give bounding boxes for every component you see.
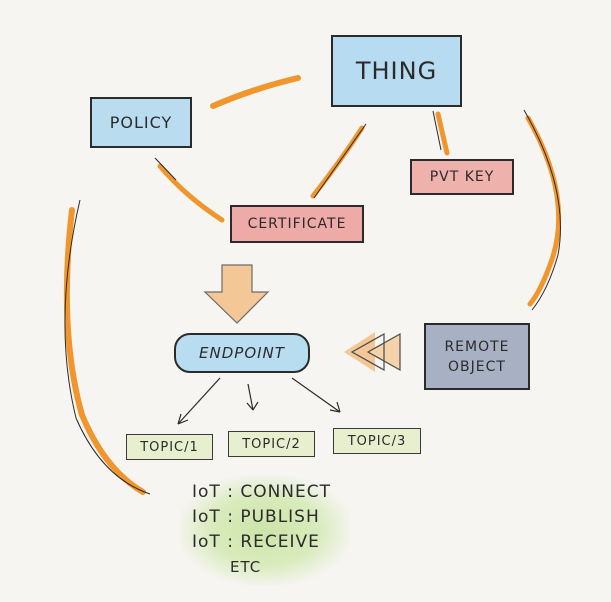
node-endpoint: ENDPOINT [174, 333, 310, 373]
node-policy: POLICY [90, 97, 192, 148]
action-connect: IoT : CONNECT [192, 482, 332, 502]
action-etc: ETC [230, 558, 262, 576]
node-remote-object-label-line2: OBJECT [448, 358, 506, 375]
node-policy-label: POLICY [109, 113, 173, 132]
down-arrow [203, 264, 270, 324]
node-topic-3-label: TOPIC/3 [347, 433, 407, 449]
actions-list: IoT : CONNECT IoT : PUBLISH IoT : RECEIV… [192, 480, 331, 580]
action-receive: IoT : RECEIVE [192, 532, 320, 552]
node-certificate-label: CERTIFICATE [247, 216, 347, 232]
node-topic-1: TOPIC/1 [126, 434, 213, 460]
node-remote-object-label-line1: REMOTE [444, 338, 510, 355]
connector-sketch-line [313, 123, 367, 199]
node-topic-2-label: TOPIC/2 [242, 436, 301, 452]
connector-sketch-line [432, 110, 442, 151]
connector-thing-pvtkey [435, 111, 450, 156]
node-topic-1-label: TOPIC/1 [140, 439, 199, 455]
actions-highlight [180, 475, 350, 585]
endpoint-topic-arrows [177, 377, 341, 425]
node-pvt-key: PVT KEY [410, 159, 514, 195]
connector-thing-certificate [310, 125, 365, 199]
connector-policy-certificate [157, 163, 225, 223]
node-remote-object: REMOTE OBJECT [424, 323, 530, 390]
node-topic-2: TOPIC/2 [228, 431, 315, 457]
connector-sketch-line [523, 109, 561, 311]
connector-policy-thing [210, 75, 301, 109]
node-certificate: CERTIFICATE [230, 205, 364, 243]
connector-sketch-line [64, 199, 151, 495]
node-pvt-key-label: PVT KEY [429, 169, 495, 185]
connector-thing-remote [525, 115, 562, 307]
node-thing-label: THING [355, 57, 438, 85]
action-publish: IoT : PUBLISH [192, 507, 320, 527]
node-thing: THING [331, 35, 462, 107]
connector-sketch-line [154, 157, 177, 181]
node-topic-3: TOPIC/3 [333, 428, 421, 454]
node-endpoint-label: ENDPOINT [199, 344, 285, 362]
left-arrow [344, 332, 401, 372]
